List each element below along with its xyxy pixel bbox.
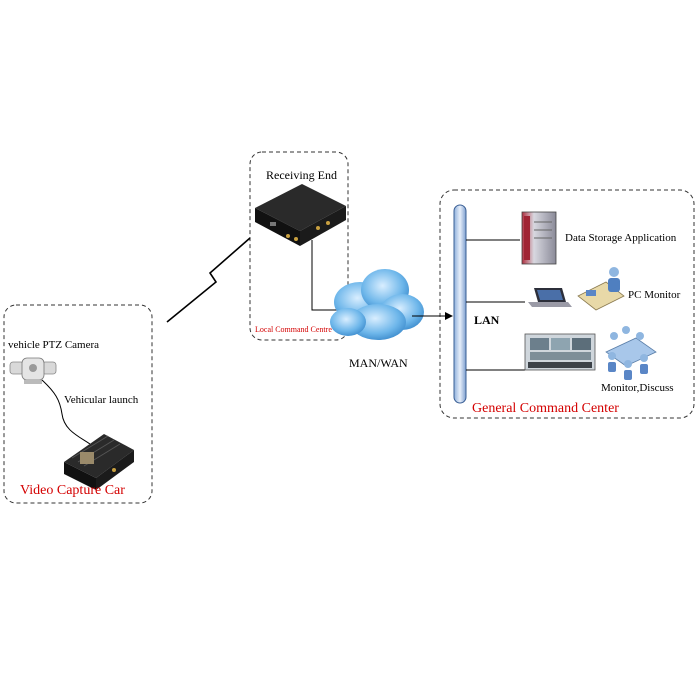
camera-label: vehicle PTZ Camera bbox=[8, 339, 100, 351]
lan-bus-bar bbox=[453, 204, 467, 404]
vehicular-transmitter-icon bbox=[64, 434, 134, 490]
laptop-icon bbox=[528, 288, 572, 307]
video-wall-icon bbox=[524, 333, 596, 371]
cloud-icon bbox=[330, 269, 424, 340]
launch-label: Vehicular launch bbox=[64, 394, 139, 406]
meeting-people-icon bbox=[605, 326, 657, 380]
general-command-title: General Command Center bbox=[472, 401, 619, 416]
pc-monitor-label: PC Monitor bbox=[628, 289, 681, 301]
video-capture-title: Video Capture Car bbox=[20, 483, 125, 498]
network-label: MAN/WAN bbox=[349, 356, 408, 370]
discuss-label: Monitor,Discuss bbox=[601, 382, 674, 394]
camera-cable bbox=[41, 379, 91, 445]
receiver-device-icon bbox=[255, 184, 346, 246]
receiver-cable bbox=[311, 240, 340, 311]
general-command-group-box bbox=[439, 189, 695, 419]
pc-monitor-operator-icon bbox=[577, 267, 625, 311]
receiving-end-group-box bbox=[249, 151, 349, 341]
wireless-link-icon bbox=[166, 237, 251, 323]
ptz-camera-icon bbox=[9, 357, 57, 384]
lan-label: LAN bbox=[474, 313, 500, 327]
storage-label: Data Storage Application bbox=[565, 232, 677, 244]
server-icon bbox=[521, 211, 557, 265]
local-command-title: Local Command Centre bbox=[255, 325, 332, 334]
receiving-end-title: Receiving End bbox=[266, 168, 337, 182]
